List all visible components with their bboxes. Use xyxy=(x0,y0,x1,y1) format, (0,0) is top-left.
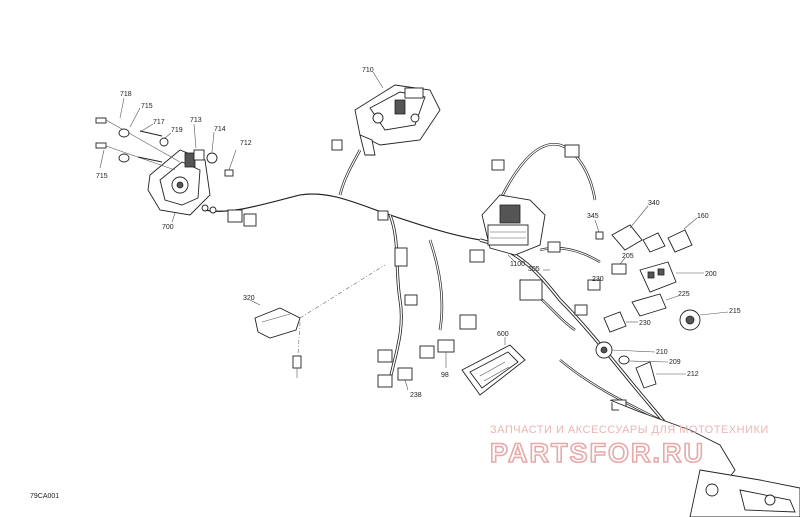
screw-718 xyxy=(95,117,107,124)
harness-connector xyxy=(227,209,243,223)
harness-connector xyxy=(377,210,389,221)
central-ecu-1100: 1100 305 xyxy=(481,194,550,273)
part-200-switch xyxy=(639,261,677,293)
callout-719: 719 xyxy=(171,127,183,134)
switch-cluster: 340 345 160 205 200 230 225 230 215 210 xyxy=(587,200,741,389)
connector-238-a xyxy=(377,374,393,388)
harness-connector xyxy=(394,247,408,267)
callout-710: 710 xyxy=(362,67,374,74)
part-230-b xyxy=(603,311,627,333)
part-600-gauge: 600 xyxy=(461,331,526,396)
washer-717 xyxy=(118,128,130,138)
callout-160: 160 xyxy=(697,213,709,220)
callout-1100: 1100 xyxy=(510,261,525,268)
lower-connectors: 98 238 xyxy=(377,339,455,399)
part-160-b xyxy=(667,229,693,253)
connector-98-a xyxy=(437,339,455,353)
connector-98-b xyxy=(419,345,435,359)
callout-205: 205 xyxy=(622,253,634,260)
screw-715 xyxy=(95,142,107,149)
part-230-a xyxy=(587,279,601,291)
harness-connector xyxy=(459,314,477,330)
main-harness xyxy=(204,139,732,502)
callout-238: 238 xyxy=(410,392,422,399)
callout-717: 717 xyxy=(153,119,165,126)
spacer-713 xyxy=(193,149,205,161)
harness-connector xyxy=(377,349,393,363)
frame-section xyxy=(609,399,800,517)
watermark: ЗАПЧАСТИ И АКСЕССУАРЫ ДЛЯ МОТОТЕХНИКИ PA… xyxy=(489,424,769,469)
harness-connector xyxy=(404,294,418,306)
part-700-module: 700 718 715 717 719 713 714 712 715 xyxy=(95,91,252,231)
callout-340: 340 xyxy=(648,200,660,207)
callout-700: 700 xyxy=(162,224,174,231)
part-160-a xyxy=(642,232,666,253)
callout-225: 225 xyxy=(678,291,690,298)
callout-230-b: 230 xyxy=(639,320,651,327)
callout-98: 98 xyxy=(441,372,449,379)
harness-connector xyxy=(547,241,561,253)
bolt-712 xyxy=(224,169,234,177)
part-345 xyxy=(595,231,604,240)
part-212 xyxy=(635,361,657,389)
callout-209: 209 xyxy=(669,359,681,366)
callout-715-lower: 715 xyxy=(96,173,108,180)
part-209 xyxy=(618,355,630,365)
callout-715: 715 xyxy=(141,103,153,110)
washer-717b xyxy=(118,153,130,163)
part-710-module: 710 xyxy=(354,67,441,156)
drawing-code: 79CA001 xyxy=(30,493,59,500)
harness-connector xyxy=(469,249,485,263)
harness-connector xyxy=(491,159,505,171)
callout-320: 320 xyxy=(243,295,255,302)
part-225-switch xyxy=(631,293,667,317)
callout-714: 714 xyxy=(214,126,226,133)
callout-230: 230 xyxy=(592,276,604,283)
grommet-714 xyxy=(206,152,218,164)
watermark-subtitle: ЗАПЧАСТИ И АКСЕССУАРЫ ДЛЯ МОТОТЕХНИКИ xyxy=(490,424,769,436)
callout-712: 712 xyxy=(240,140,252,147)
part-320-bracket: 320 xyxy=(243,264,386,378)
callout-212: 212 xyxy=(687,371,699,378)
callout-215: 215 xyxy=(729,308,741,315)
harness-connector xyxy=(243,213,257,227)
callout-345: 345 xyxy=(587,213,599,220)
connector-238-b xyxy=(397,367,413,381)
harness-connector xyxy=(519,279,543,301)
callout-200: 200 xyxy=(705,271,717,278)
nut-719 xyxy=(159,137,169,147)
harness-connector xyxy=(574,304,588,316)
part-340-connector xyxy=(611,224,643,251)
harness-connector xyxy=(331,139,343,151)
harness-connector xyxy=(564,144,580,158)
callout-713: 713 xyxy=(190,117,202,124)
part-205 xyxy=(611,263,627,275)
callout-305: 305 xyxy=(528,266,540,273)
callout-718: 718 xyxy=(120,91,132,98)
watermark-brand: PARTSFOR.RU xyxy=(490,438,705,468)
callout-210: 210 xyxy=(656,349,668,356)
callout-600: 600 xyxy=(497,331,509,338)
